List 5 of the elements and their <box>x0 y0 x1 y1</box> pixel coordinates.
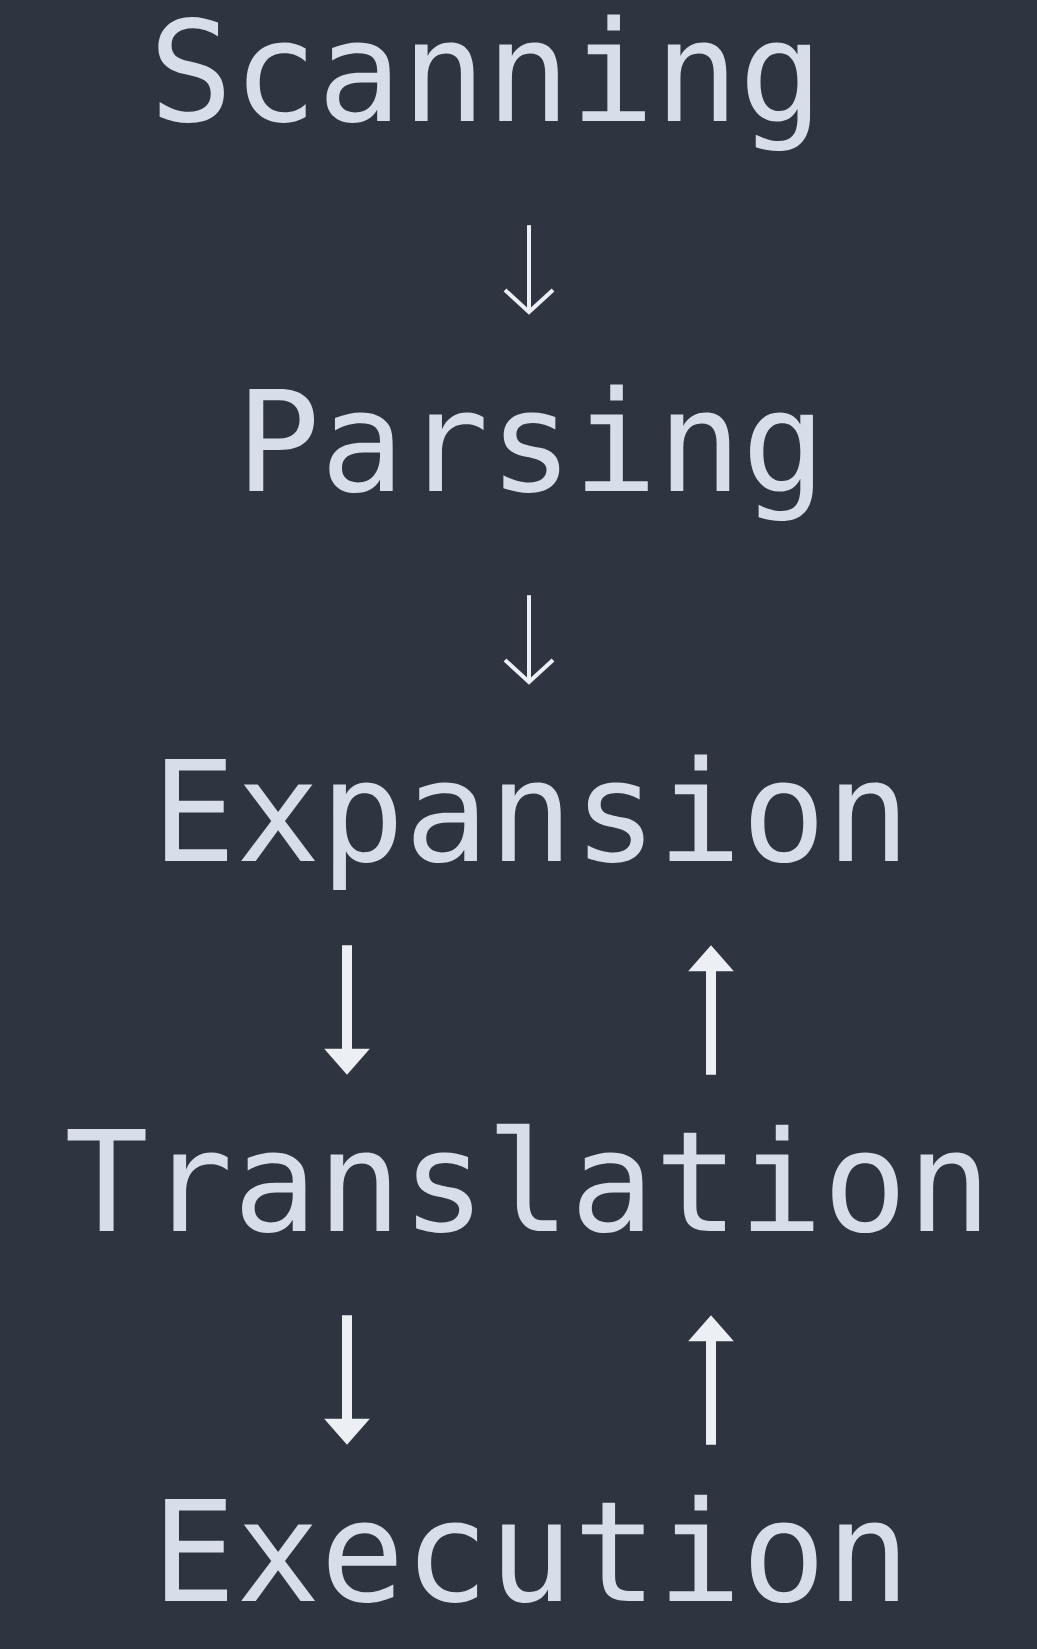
stage-label: Parsing <box>249 384 813 522</box>
stage-label: Expansion <box>165 754 898 891</box>
stage-label: Execution <box>165 1494 898 1603</box>
stage-label: Translation <box>67 1123 980 1233</box>
stage-label: Scanning <box>158 14 811 152</box>
